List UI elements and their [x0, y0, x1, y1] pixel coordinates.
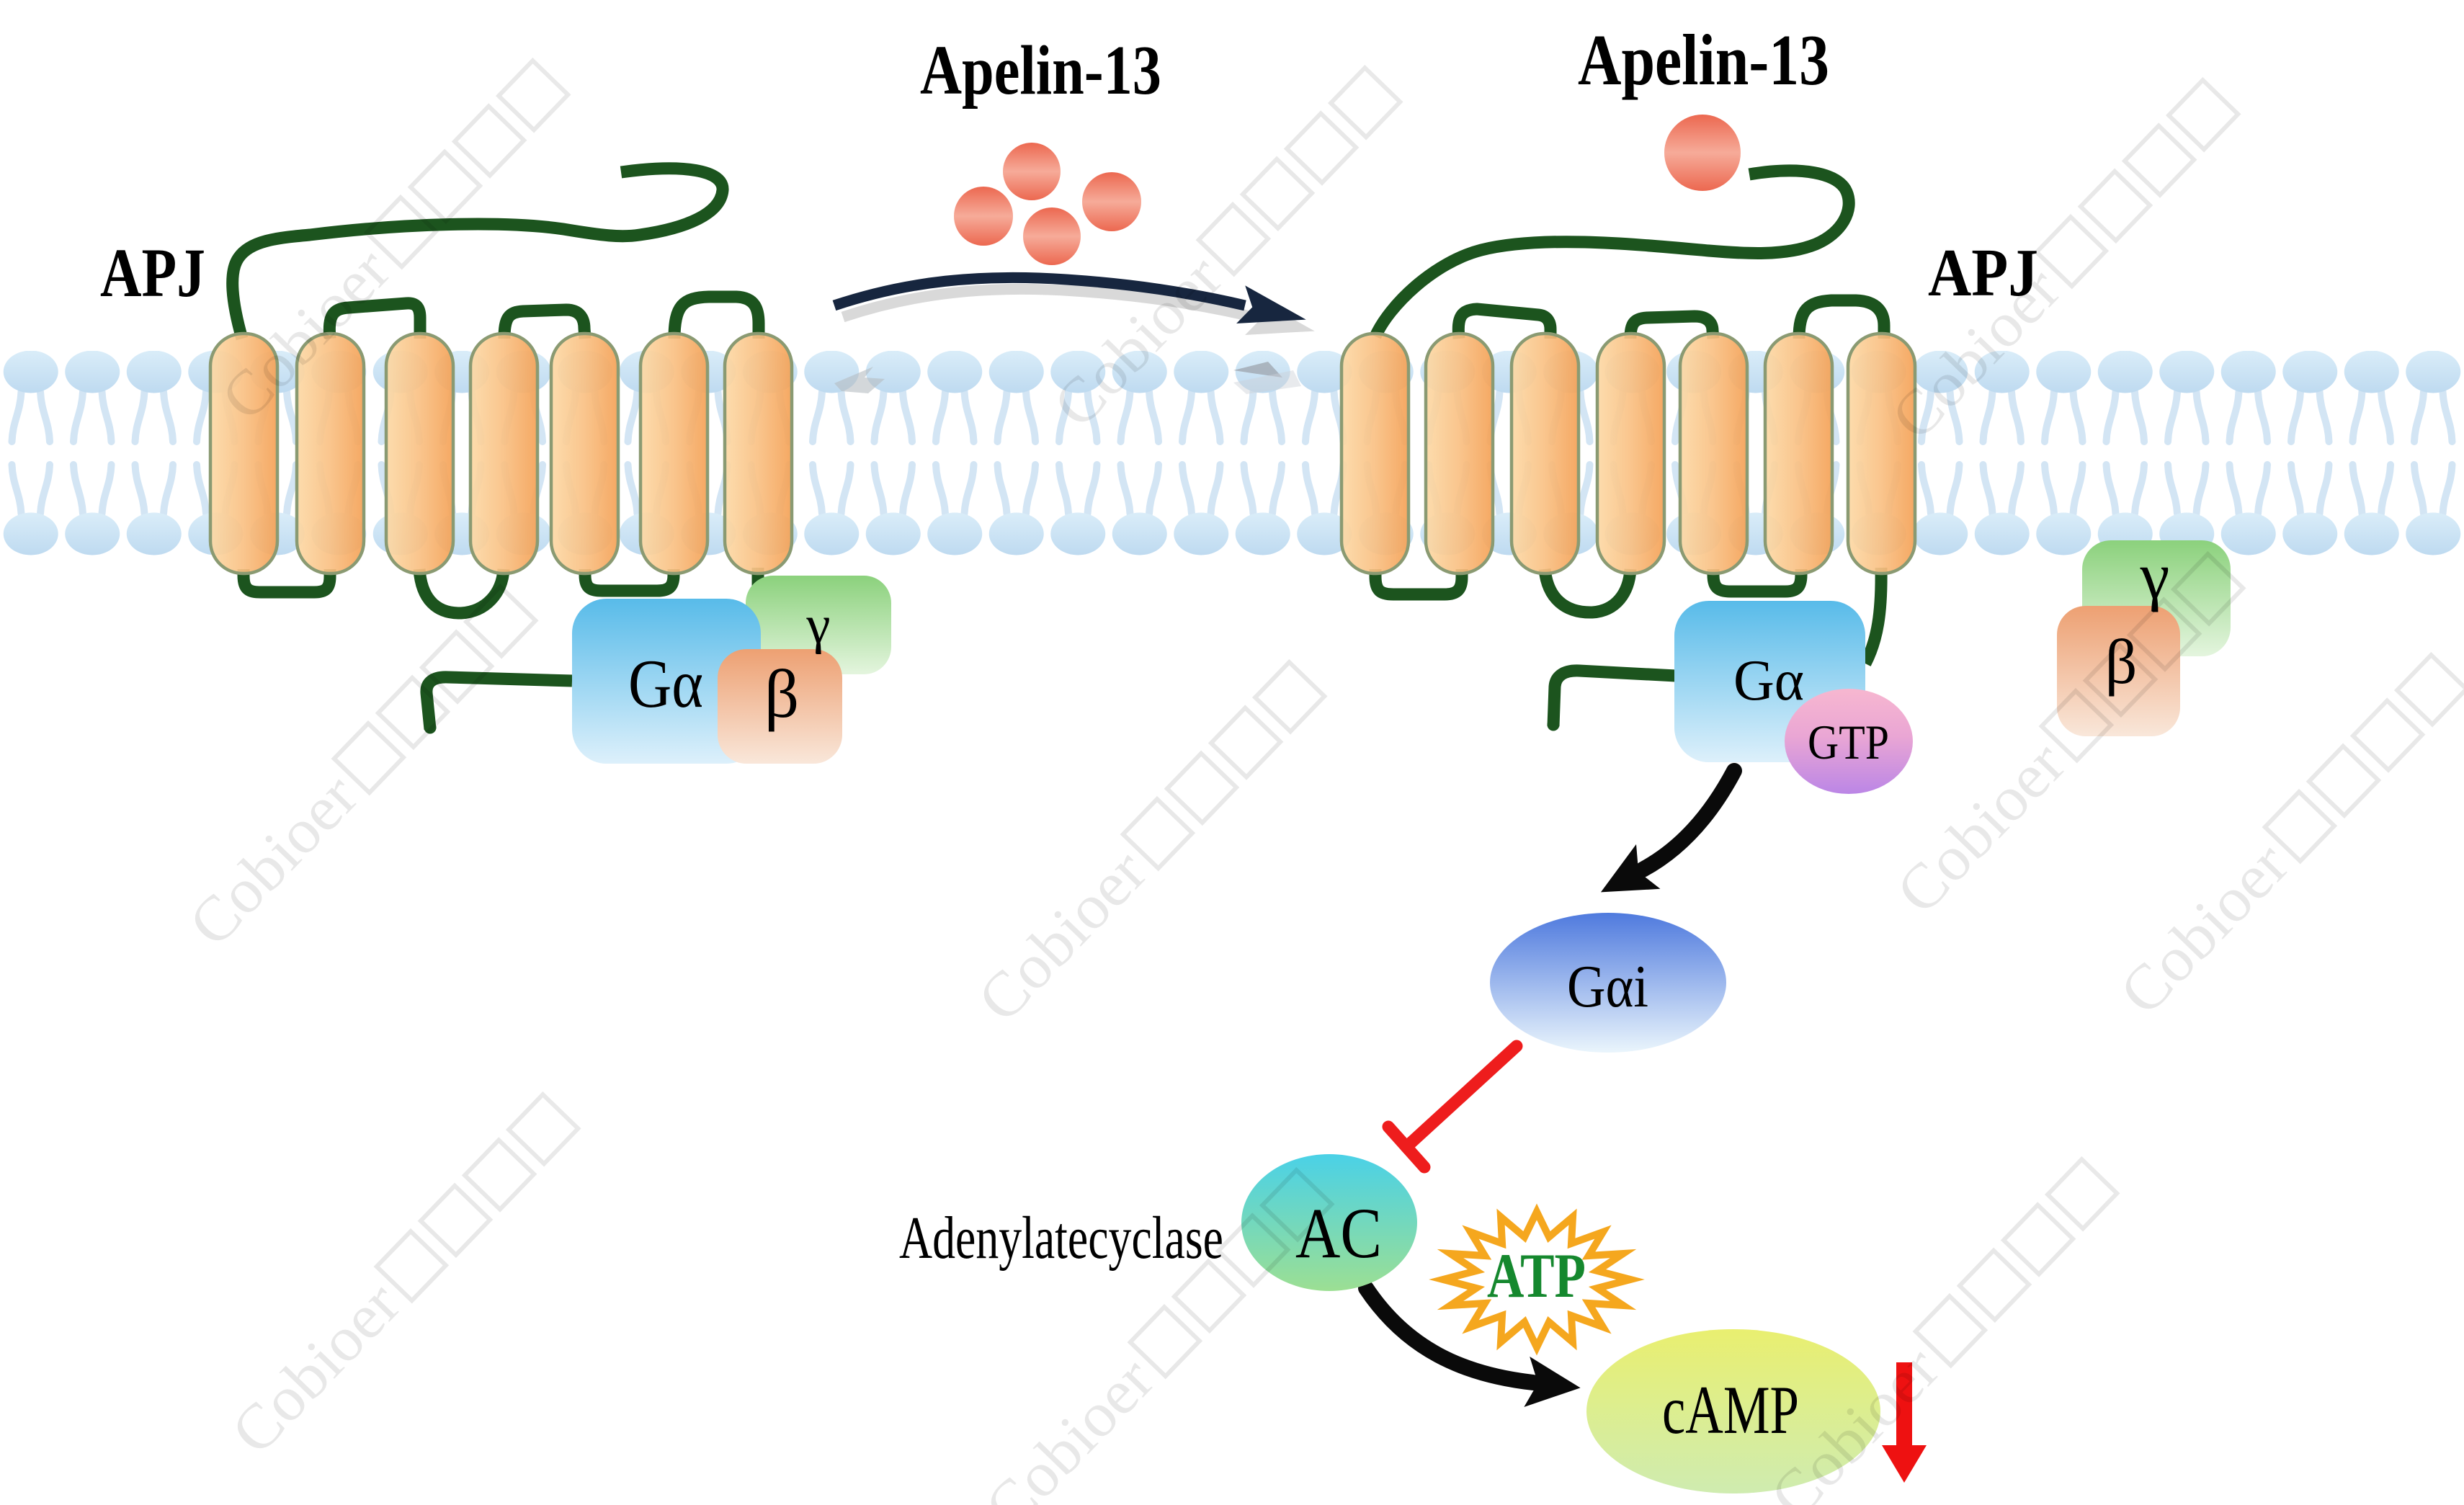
- svg-text:Gα: Gα: [1733, 649, 1804, 713]
- svg-text:Apelin-13: Apelin-13: [920, 32, 1161, 109]
- svg-text:ATP: ATP: [1487, 1241, 1586, 1311]
- svg-text:Adenylatecyclase: Adenylatecyclase: [899, 1205, 1223, 1272]
- svg-text:AC: AC: [1295, 1193, 1382, 1273]
- svg-text:γ: γ: [805, 595, 830, 655]
- svg-text:cAMP: cAMP: [1662, 1372, 1799, 1448]
- svg-text:Gαi: Gαi: [1567, 953, 1648, 1020]
- svg-text:Gα: Gα: [628, 646, 703, 722]
- svg-text:GTP: GTP: [1808, 715, 1889, 769]
- svg-text:β: β: [764, 656, 799, 732]
- svg-text:γ: γ: [2140, 539, 2170, 612]
- svg-text:β: β: [2105, 628, 2138, 697]
- svg-text:APJ: APJ: [1928, 236, 2038, 311]
- svg-text:APJ: APJ: [100, 234, 205, 311]
- svg-text:Apelin-13: Apelin-13: [1578, 19, 1829, 100]
